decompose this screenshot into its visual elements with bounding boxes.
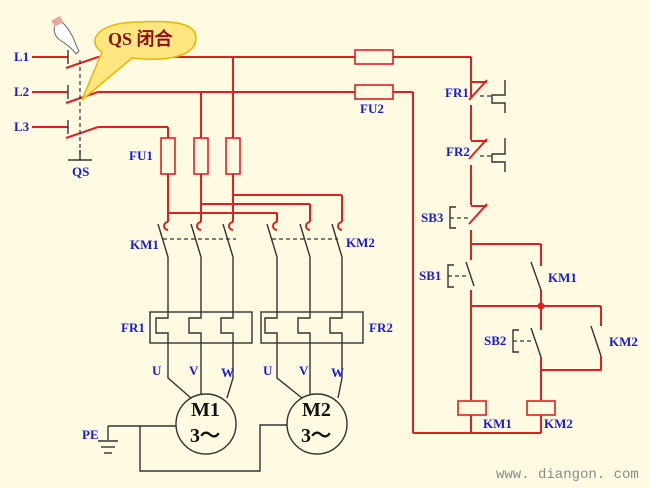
thermal-element (297, 312, 311, 343)
fu2-fuses (354, 49, 394, 100)
label-m1-v: V (189, 363, 199, 378)
label-sb1: SB1 (419, 268, 441, 283)
contact-blade (190, 223, 202, 258)
watermark: www. diangon. com (496, 467, 639, 483)
hand-pointer-icon (51, 15, 80, 55)
motor-lead-w (337, 343, 343, 399)
contact-terminal (228, 221, 234, 231)
control-circuit (413, 79, 602, 434)
thermal-elements (155, 312, 343, 343)
contact-blade (266, 223, 278, 258)
contact-terminal (305, 221, 311, 231)
label-coil-km1: KM1 (483, 416, 512, 431)
label-coil-km2: KM2 (544, 416, 573, 431)
callout-text: QS 闭合 (108, 28, 174, 49)
qs-switch (65, 50, 99, 161)
contact-blade (222, 223, 234, 258)
contact-blade (299, 223, 311, 258)
label-fr2-aux: FR2 (446, 144, 470, 159)
motor-m2-spec: 3～ (301, 425, 331, 447)
label-m2-w: W (331, 365, 344, 380)
contact-terminal (272, 221, 278, 231)
label-m1-w: W (221, 365, 234, 380)
thermal-relay-fr2 (260, 311, 364, 344)
control-actuators (447, 80, 531, 353)
label-km1-aux: KM1 (548, 270, 577, 285)
contact-terminal (337, 221, 343, 231)
motor-m1 (175, 393, 237, 455)
thermal-element (264, 312, 278, 343)
label-l2: L2 (14, 84, 29, 99)
label-fr1-aux: FR1 (445, 85, 469, 100)
motor-m2-name: M2 (302, 399, 331, 421)
ground-wiring (98, 424, 287, 472)
label-sb2: SB2 (484, 333, 506, 348)
motor-lead-w (226, 343, 234, 399)
label-m2-v: V (299, 363, 309, 378)
contact-blade (157, 223, 169, 258)
label-m1-u: U (152, 363, 162, 378)
motor-m2 (286, 393, 348, 455)
label-km2-aux: KM2 (609, 334, 638, 349)
power-lines (32, 56, 68, 128)
label-fr2-main: FR2 (369, 320, 393, 335)
label-fr1-main: FR1 (121, 320, 145, 335)
label-l1: L1 (14, 49, 29, 64)
label-km1-main: KM1 (130, 237, 159, 252)
contact-terminal (196, 221, 202, 231)
motor-m1-name: M1 (191, 399, 220, 421)
label-sb3: SB3 (421, 210, 444, 225)
label-l3: L3 (14, 119, 30, 134)
motor-leads (167, 343, 343, 399)
label-km2-main: KM2 (346, 235, 375, 250)
callout-bubble (81, 20, 197, 101)
fu1-fuses (160, 137, 241, 175)
label-m2-u: U (263, 363, 273, 378)
contact-terminal (163, 221, 169, 231)
label-fu1: FU1 (129, 148, 153, 163)
thermal-element (155, 312, 169, 343)
contactor-feed (167, 174, 343, 222)
motor-lead-u (167, 343, 192, 399)
motor-lead-u (276, 343, 303, 399)
label-fu2: FU2 (360, 101, 384, 116)
main-contacts (157, 221, 343, 312)
motor-m1-spec: 3～ (190, 425, 220, 447)
thermal-element (188, 312, 202, 343)
label-qs: QS (72, 164, 89, 179)
label-pe: PE (82, 427, 99, 442)
thermal-element (220, 312, 234, 343)
contact-blade (331, 223, 343, 258)
thermal-element (329, 312, 343, 343)
